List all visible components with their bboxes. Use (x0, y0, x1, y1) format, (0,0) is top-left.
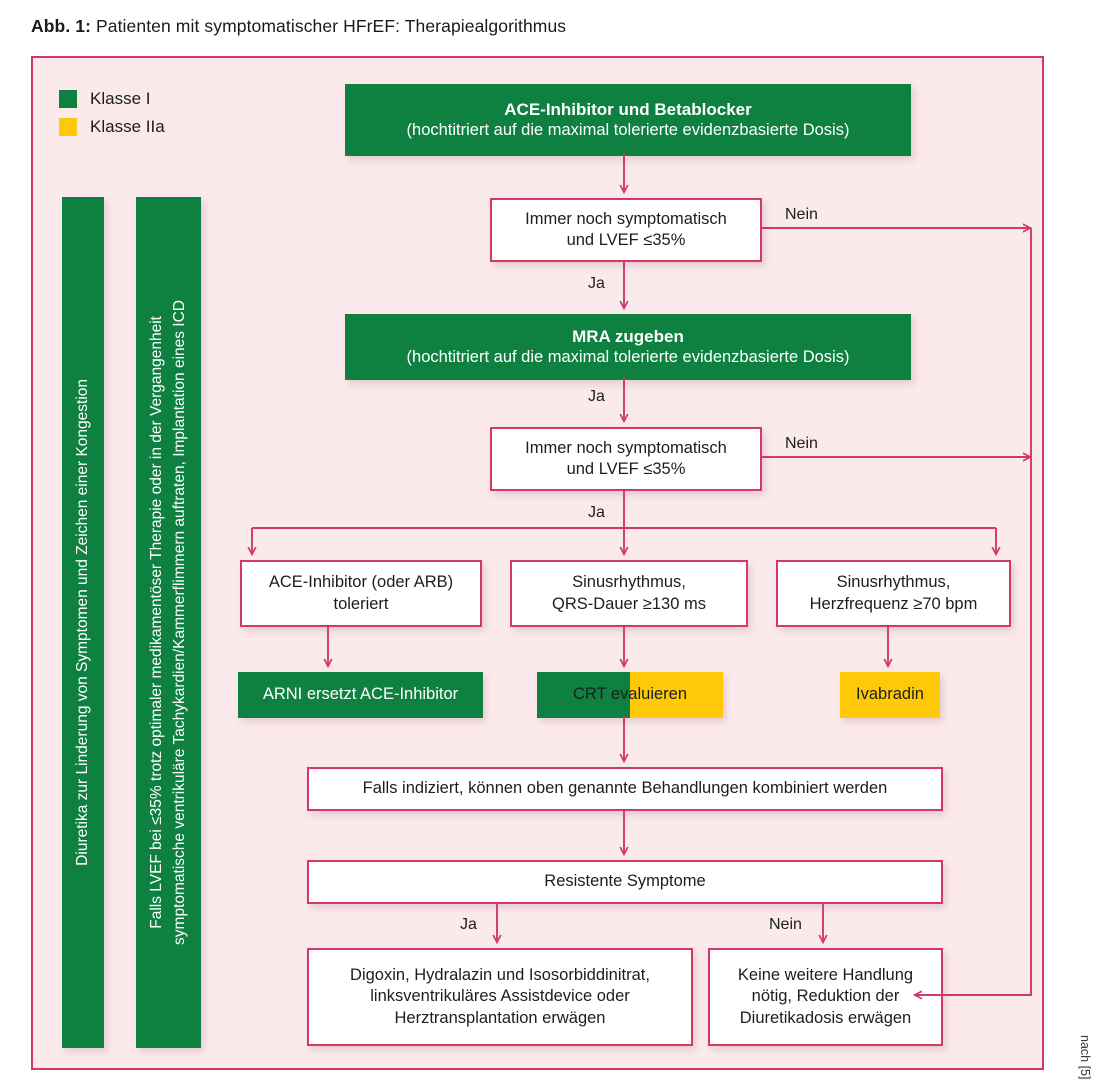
node-therapy-arni-label: ARNI ersetzt ACE-Inhibitor (262, 685, 459, 704)
side-bar-icd-line2: symptomatische ventrikuläre Tachykardien… (170, 300, 188, 945)
yellow-square-icon (59, 118, 77, 136)
legend-item-klasse-i: Klasse I (59, 89, 150, 109)
node-escalate-line2: linksventrikuläres Assistdevice oder (370, 987, 630, 1006)
side-bar-icd: Falls LVEF bei ≤35% trotz optimaler medi… (136, 197, 201, 1048)
node-therapy-ivabradin[interactable]: Ivabradin (840, 672, 940, 718)
edge-label-ja-2: Ja (588, 388, 605, 405)
edge-label-ja-3: Ja (588, 504, 605, 521)
node-criteria-qrs-line1: Sinusrhythmus, (572, 573, 686, 592)
node-criteria-hr-line1: Sinusrhythmus, (836, 573, 951, 592)
node-criteria-qrs-line2: QRS-Dauer ≥130 ms (552, 594, 706, 613)
green-square-icon (59, 90, 77, 108)
node-no-action-line1: Keine weitere Handlung (737, 966, 914, 985)
edge-label-nein-1: Nein (785, 206, 818, 223)
figure-caption-label: Abb. 1: (31, 16, 92, 36)
node-resistant-symptoms-label: Resistente Symptome (544, 872, 706, 891)
node-criteria-hr-line2: Herzfrequenz ≥70 bpm (809, 594, 978, 613)
node-mra-subtitle: (hochtitriert auf die maximal tolerierte… (406, 348, 850, 367)
node-therapy-arni[interactable]: ARNI ersetzt ACE-Inhibitor (238, 672, 483, 718)
node-decision-2-line1: Immer noch symptomatisch (525, 438, 727, 457)
node-mra-title: MRA zugeben (572, 326, 684, 346)
node-decision-symptomatic-2[interactable]: Immer noch symptomatisch und LVEF ≤35% (490, 427, 762, 491)
node-therapy-crt-label: CRT evaluieren (572, 685, 688, 704)
node-decision-2-line2: und LVEF ≤35% (566, 460, 686, 478)
node-therapy-ivabradin-label: Ivabradin (856, 685, 924, 704)
figure-caption: Abb. 1: Patienten mit symptomatischer HF… (31, 16, 566, 37)
side-bar-diuretics-label: Diuretika zur Linderung von Symptomen un… (73, 379, 91, 866)
edge-label-nein-2: Nein (785, 435, 818, 452)
node-escalate-line1: Digoxin, Hydralazin und Isosorbiddinitra… (350, 966, 650, 985)
node-no-action-line2: nötig, Reduktion der (751, 987, 900, 1006)
node-criteria-ace-line1: ACE-Inhibitor (oder ARB) (268, 573, 454, 592)
node-no-further-action[interactable]: Keine weitere Handlung nötig, Reduktion … (708, 948, 943, 1046)
node-decision-1-line2: und LVEF ≤35% (566, 231, 686, 249)
node-ace-betablocker[interactable]: ACE-Inhibitor und Betablocker (hochtitri… (345, 84, 911, 156)
diagram-panel: Klasse I Klasse IIa Diuretika zur Linder… (31, 56, 1044, 1070)
figure-caption-text: Patienten mit symptomatischer HFrEF: The… (91, 16, 567, 36)
node-combine-treatments[interactable]: Falls indiziert, können oben genannte Be… (307, 767, 943, 811)
edge-label-nein-3: Nein (769, 916, 802, 933)
legend-item-label: Klasse IIa (90, 117, 165, 136)
node-criteria-heartrate[interactable]: Sinusrhythmus, Herzfrequenz ≥70 bpm (776, 560, 1011, 627)
node-criteria-qrs[interactable]: Sinusrhythmus, QRS-Dauer ≥130 ms (510, 560, 748, 627)
edge-label-ja-4: Ja (460, 916, 477, 933)
node-no-action-line3: Diuretikadosis erwägen (739, 1008, 912, 1027)
node-resistant-symptoms[interactable]: Resistente Symptome (307, 860, 943, 904)
side-bar-diuretics: Diuretika zur Linderung von Symptomen un… (62, 197, 104, 1048)
node-escalate-line3: Herztransplantation erwägen (394, 1008, 606, 1027)
node-ace-betablocker-subtitle: (hochtitriert auf die maximal tolerierte… (406, 121, 850, 140)
edge-label-ja-1: Ja (588, 275, 605, 292)
legend-item-klasse-iia: Klasse IIa (59, 117, 165, 137)
node-mra[interactable]: MRA zugeben (hochtitriert auf die maxima… (345, 314, 911, 380)
node-decision-1-line1: Immer noch symptomatisch (525, 209, 727, 228)
node-combine-treatments-label: Falls indiziert, können oben genannte Be… (362, 779, 888, 798)
node-criteria-ace-tolerated[interactable]: ACE-Inhibitor (oder ARB) toleriert (240, 560, 482, 627)
legend-item-label: Klasse I (90, 89, 151, 108)
source-note: nach [5] (1078, 1034, 1092, 1079)
node-decision-symptomatic-1[interactable]: Immer noch symptomatisch und LVEF ≤35% (490, 198, 762, 262)
node-escalate-therapy[interactable]: Digoxin, Hydralazin und Isosorbiddinitra… (307, 948, 693, 1046)
node-therapy-crt[interactable]: CRT evaluieren (537, 672, 723, 718)
node-criteria-ace-line2: toleriert (333, 594, 389, 613)
node-ace-betablocker-title: ACE-Inhibitor und Betablocker (504, 99, 752, 119)
side-bar-icd-line1: Falls LVEF bei ≤35% trotz optimaler medi… (148, 316, 166, 929)
